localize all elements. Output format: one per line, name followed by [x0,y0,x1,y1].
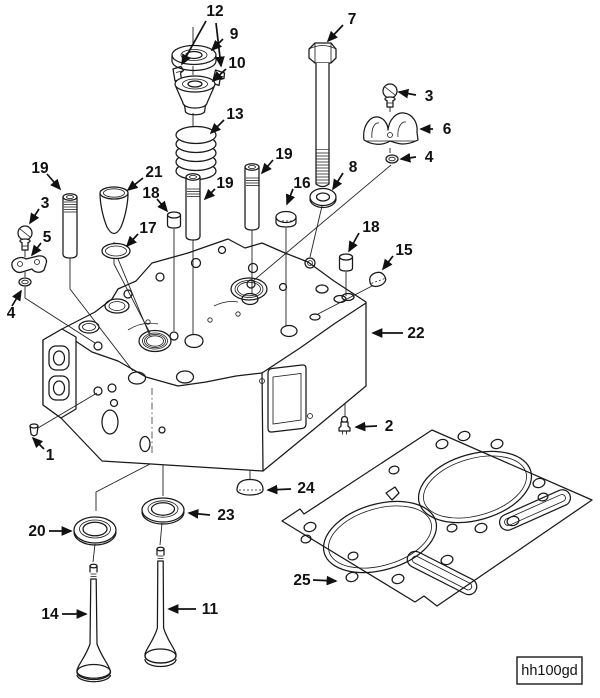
bolt-washer [309,187,337,209]
injector-bore-front [138,329,172,353]
valve-seat-23 [141,497,185,525]
figure-code-box: hh100gd [516,656,583,685]
callout-5: 5 [43,229,52,246]
head-gasket [281,429,593,607]
callout-22: 22 [407,325,424,342]
clamp-plate [11,255,48,274]
callout-17: 17 [139,220,156,237]
callout-21: 21 [145,164,163,181]
valve-guide-left [62,193,78,259]
figure-code-text: hh100gd [521,663,577,679]
callout-25: 25 [293,572,311,589]
injector-sleeve-cup [99,186,129,235]
callout-11: 11 [202,601,219,618]
callout-18-right: 18 [362,219,380,236]
callout-20: 20 [28,523,45,540]
valve-spring [175,125,217,181]
callout-12: 12 [206,3,223,20]
o-ring-seal [101,242,131,260]
callout-8: 8 [349,159,358,176]
callout-9: 9 [230,26,239,43]
callout-3-right: 3 [425,88,434,105]
o-ring-left [18,277,32,287]
retainer-bracket [363,112,419,145]
valve-guide-center [185,173,201,241]
callout-4-right: 4 [425,149,434,166]
callout-19-center: 19 [216,175,234,192]
fitting-2 [338,415,351,435]
callout-14: 14 [41,606,59,623]
cup-plug-24 [236,478,264,496]
callout-13: 13 [226,106,244,123]
gasket-slot-bottom [406,550,478,596]
callout-23: 23 [217,507,235,524]
valve-rotator [174,75,216,116]
callout-arrows [11,20,433,619]
small-plug-1 [29,423,39,437]
cup-plug-15 [369,271,387,288]
callout-18-left: 18 [142,185,160,202]
valve-14 [76,563,112,683]
callout-24: 24 [297,480,315,497]
callout-6: 6 [443,121,452,138]
callout-19-left: 19 [31,160,49,177]
callout-3-left: 3 [41,195,50,212]
callout-19-right: 19 [275,146,293,163]
gasket-bolt-holes [300,430,549,585]
leader-lines [24,27,392,563]
side-cover-window [259,364,313,433]
screw-right [382,83,398,108]
callout-4-left: 4 [7,305,16,322]
cup-plug-16 [275,210,297,228]
callout-10: 10 [228,55,245,72]
cylinder-head [42,238,367,472]
callout-2: 2 [385,418,394,435]
valve-guide-right [244,163,260,231]
valve-11 [144,546,177,668]
valve-seat-20 [73,516,117,546]
callout-1: 1 [46,447,55,464]
screw-left [17,225,33,251]
callout-16: 16 [293,175,311,192]
dowel-plug-left [166,211,182,229]
callout-15: 15 [395,242,413,259]
callout-labels: 1 2 3 3 4 4 5 6 7 8 9 10 11 12 13 14 15 … [7,3,452,623]
head-bolt [308,42,337,188]
gasket-slot-right [498,489,572,531]
callout-7: 7 [348,11,357,28]
dowel-plug-right [338,253,354,272]
o-ring-right [385,154,399,164]
exhaust-flange [42,328,77,419]
